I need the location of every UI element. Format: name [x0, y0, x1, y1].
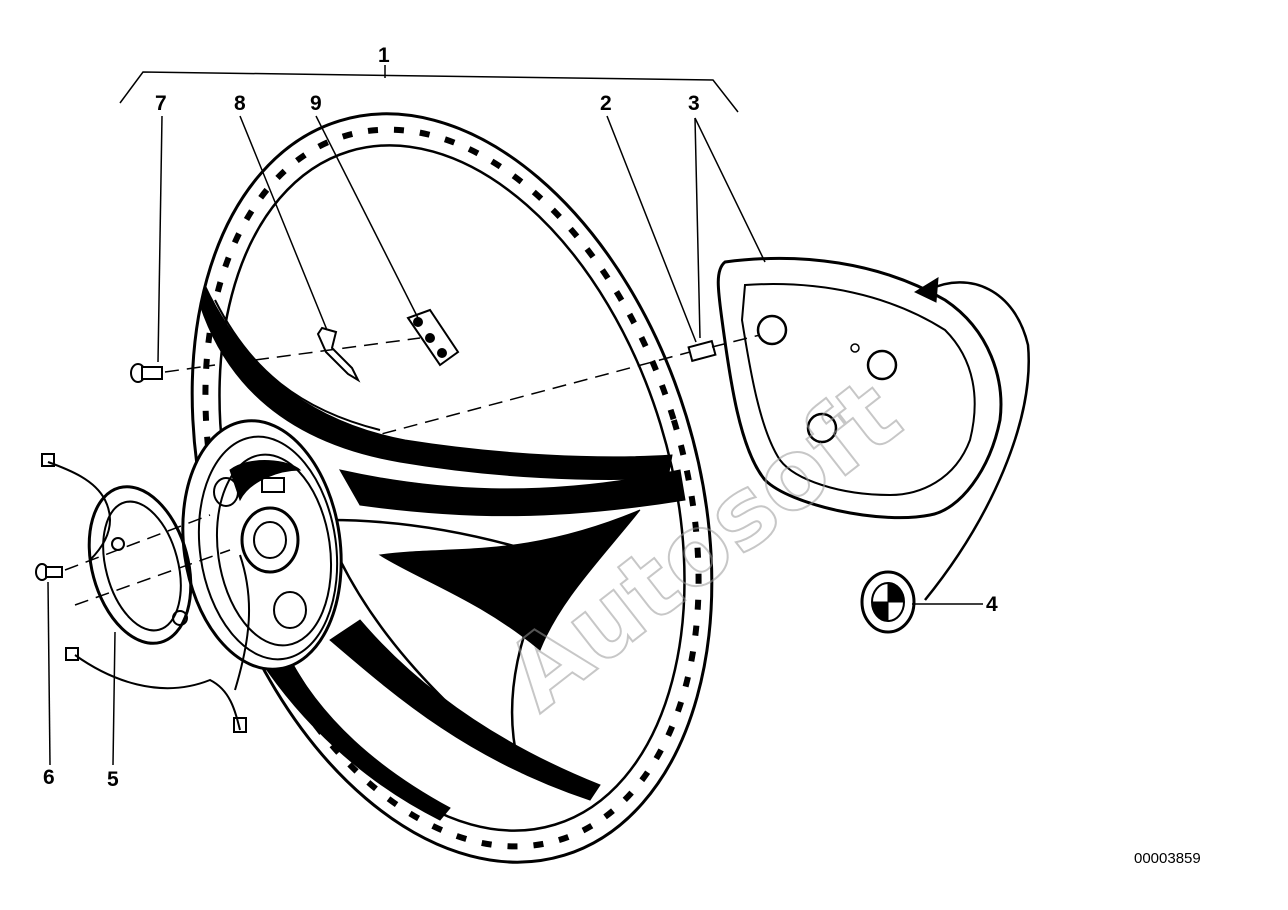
screw-7-shank	[141, 366, 163, 380]
screw-7	[130, 363, 163, 383]
horn-pad-outline	[716, 256, 1003, 520]
wire-lower	[74, 654, 241, 731]
leader-2	[606, 115, 697, 343]
horn-pad-hole	[850, 343, 860, 353]
emblem-quarter-2	[871, 601, 889, 622]
callout-4: 4	[986, 593, 998, 616]
contact-ring-inner	[102, 500, 182, 632]
rotation-arrow	[924, 281, 1030, 601]
contact-ring	[87, 485, 193, 645]
contact-spring-8	[316, 326, 361, 383]
screw-2-body	[687, 339, 717, 363]
callout-6: 6	[43, 766, 55, 789]
assembly-line-ring-2	[64, 514, 211, 571]
leader-lines	[47, 65, 983, 766]
leader-9	[315, 115, 419, 319]
hub-outer	[181, 419, 343, 671]
horn-pad	[716, 256, 1030, 601]
document-number: 00003859	[1134, 850, 1201, 867]
hub-hole-lower	[273, 591, 307, 629]
spoke-shading	[378, 509, 641, 651]
screw-6	[35, 563, 63, 581]
assembly-lines	[64, 334, 761, 606]
spoke-body-outline	[329, 518, 562, 774]
spoke-lower-left	[259, 649, 451, 821]
horn-pad-boss-2	[866, 349, 898, 381]
rotation-arrow-head	[913, 277, 939, 303]
assembly-line-pad	[339, 351, 691, 446]
contact-ring-outer	[87, 485, 193, 645]
screw-2	[687, 339, 717, 363]
leader-1-bracket	[119, 71, 739, 113]
callout-7: 7	[155, 92, 167, 115]
hub-ring	[197, 435, 339, 661]
hub-nut	[240, 506, 300, 574]
contact-ring-lug	[172, 610, 188, 626]
horn-pad-inner	[740, 283, 976, 497]
leader-5	[112, 631, 116, 766]
callout-8: 8	[234, 92, 246, 115]
contact-ring-lug-2	[111, 537, 125, 551]
callout-5: 5	[107, 768, 119, 791]
hub-slot	[261, 477, 285, 493]
horn-pad-boss-1	[756, 314, 788, 346]
wire-terminal-1	[41, 453, 55, 467]
wiring	[41, 453, 251, 733]
callout-3: 3	[688, 92, 700, 115]
hub-inner	[215, 453, 333, 647]
wire-terminal-2	[65, 647, 79, 661]
assembly-line-pad-2	[711, 334, 761, 348]
emblem-quarter-1	[887, 582, 905, 603]
leader-3a	[694, 117, 701, 339]
steering-wheel	[181, 112, 714, 864]
leader-8	[239, 115, 328, 331]
contact-plate-9-hole-3	[437, 348, 447, 358]
contact-plate-9	[406, 308, 460, 367]
contact-spring-8-body	[316, 326, 361, 383]
spoke-right	[339, 469, 686, 517]
rim-grip-texture	[202, 126, 702, 850]
wire-terminal-3	[233, 717, 247, 733]
hub-nut-inner	[253, 521, 287, 559]
callout-2: 2	[600, 92, 612, 115]
leader-6	[47, 581, 51, 766]
wire-hub	[234, 554, 251, 691]
assembly-line-8-9	[254, 337, 421, 361]
callout-9: 9	[310, 92, 322, 115]
assembly-line-screw7	[164, 364, 216, 373]
spoke-lower	[329, 619, 601, 801]
callout-labels: 1 7 8 9 2 3 4 6 5	[43, 44, 998, 791]
emblem	[860, 570, 916, 634]
leader-3b	[694, 117, 766, 263]
hub-shade	[229, 460, 302, 502]
contact-plate-9-hole-1	[413, 317, 423, 327]
assembly-line-ring	[74, 549, 231, 606]
wire-upper	[47, 461, 111, 561]
screw-6-shank	[45, 566, 63, 578]
leader-7	[157, 115, 163, 363]
spoke-upper-inner	[214, 299, 381, 431]
callout-1: 1	[378, 44, 390, 67]
contact-plate-9-hole-2	[425, 333, 435, 343]
horn-pad-boss-3	[806, 412, 838, 444]
